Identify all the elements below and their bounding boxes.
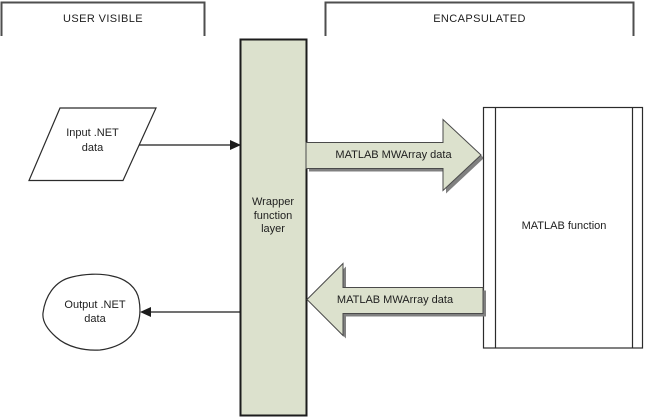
wrapper-function-layer-box xyxy=(239,38,308,417)
output-net-data-shape xyxy=(42,273,141,351)
mwarray-right-arrow xyxy=(305,118,482,192)
input-to-wrapper-arrowhead-icon xyxy=(230,140,241,150)
user-visible-bracket xyxy=(0,1,206,36)
matlab-function-box xyxy=(482,106,644,349)
input-net-data-shape xyxy=(28,107,157,182)
encapsulated-bracket xyxy=(324,1,635,36)
mwarray-left-arrow xyxy=(306,262,484,337)
wrapper-to-output-arrowhead-icon xyxy=(140,307,151,317)
